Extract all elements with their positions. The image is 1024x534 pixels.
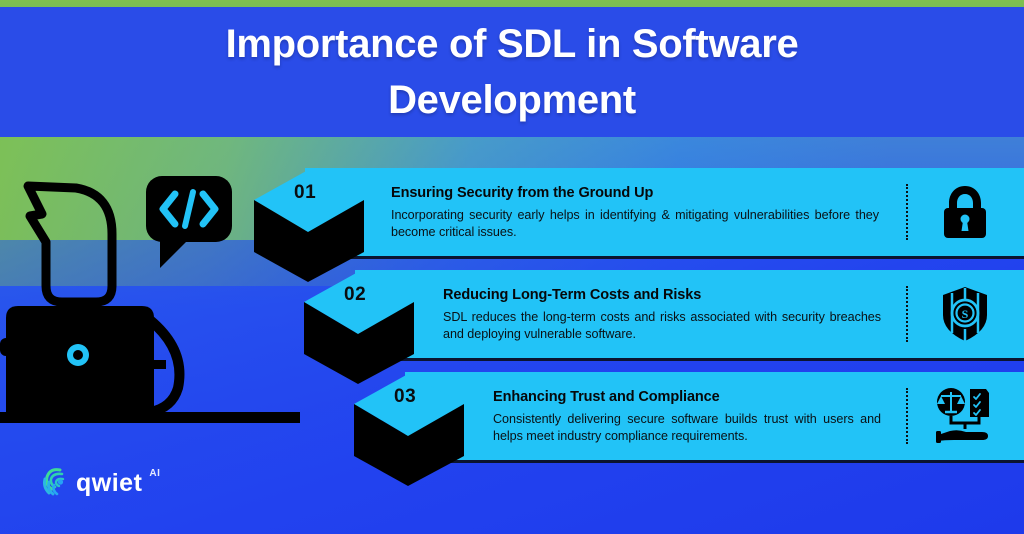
card-1-body: Incorporating security early helps in id… [391, 207, 879, 239]
benefit-card-2[interactable]: Reducing Long-Term Costs and Risks SDL r… [355, 270, 1024, 358]
card-3-seam [405, 460, 1024, 463]
card-1-divider [906, 184, 908, 240]
card-2-divider [906, 286, 908, 342]
card-2-text-block: Reducing Long-Term Costs and Risks SDL r… [355, 286, 906, 343]
card-1-title: Ensuring Security from the Ground Up [391, 184, 654, 201]
qwiet-ai-logo[interactable]: qwiet AI [40, 465, 160, 502]
logo-wordmark: qwiet [76, 469, 143, 497]
logo-suffix: AI [149, 468, 161, 479]
title-banner: Importance of SDL in Software Developmen… [0, 7, 1024, 137]
benefit-card-3[interactable]: Enhancing Trust and Compliance Consisten… [405, 372, 1024, 460]
step-cube-3: 03 [350, 364, 470, 495]
card-3-divider [906, 388, 908, 444]
svg-text:S: S [962, 307, 969, 321]
scales-checklist-hand-icon [934, 385, 996, 447]
card-2-seam [355, 358, 1024, 361]
card-2-title: Reducing Long-Term Costs and Risks [443, 286, 702, 303]
card-3-body: Consistently delivering secure software … [493, 411, 881, 443]
code-speech-bubble-shape [146, 176, 232, 268]
shield-dollar-icon: S [934, 283, 996, 345]
benefit-card-1[interactable]: Ensuring Security from the Ground Up Inc… [305, 168, 1024, 256]
card-3-text-block: Enhancing Trust and Compliance Consisten… [405, 388, 906, 445]
spiral-shell-icon [40, 465, 70, 502]
card-3-title: Enhancing Trust and Compliance [493, 388, 720, 405]
page-title-line-2: Development [388, 78, 636, 122]
card-1-seam [305, 256, 1024, 259]
page-title-line-1: Importance of SDL in Software [225, 22, 799, 66]
padlock-icon [934, 181, 996, 243]
card-1-text-block: Ensuring Security from the Ground Up Inc… [305, 184, 906, 241]
card-2-body: SDL reduces the long-term costs and risk… [443, 309, 881, 341]
